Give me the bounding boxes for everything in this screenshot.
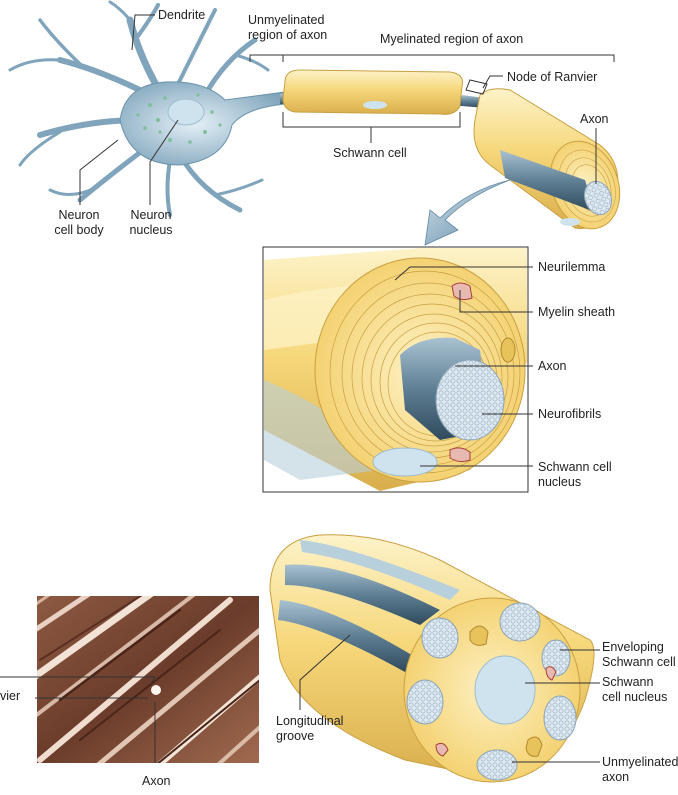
axon-tube-3	[300, 540, 460, 600]
label-neuron-cell-body-line1: Neuron	[58, 208, 100, 222]
unmyelinated-axon-sections	[406, 602, 577, 781]
leader-lines	[0, 14, 600, 763]
neurofibril-face-top	[583, 180, 613, 216]
label-longitudinal-groove-line2: groove	[276, 729, 315, 743]
label-photo-axon: Axon	[142, 774, 171, 788]
label-axon-detail: Axon	[538, 359, 567, 373]
label-neurilemma: Neurilemma	[538, 260, 606, 274]
bundle-schwann-nucleus	[474, 655, 536, 725]
label-schwann-cell-nucleus-line1: Schwann cell	[538, 460, 612, 474]
label-neurofibrils: Neurofibrils	[538, 407, 602, 421]
magnify-arrow	[424, 179, 511, 246]
label-unmyelinated-axon-line1: Unmyelinated	[602, 755, 678, 769]
detail-illustration	[264, 248, 527, 491]
label-schwann-nucleus-bottom-line1: Schwann	[602, 675, 654, 689]
label-neuron-nucleus-line1: Neuron	[130, 208, 172, 222]
label-unmyelinated-axon-line2: axon	[602, 770, 630, 784]
label-photo-node: vier	[0, 689, 21, 703]
label-neuron-cell-body-line2: cell body	[54, 223, 104, 237]
neuron-nucleus-shape	[167, 98, 205, 126]
label-unmyelinated-region-line2: region of axon	[248, 28, 328, 42]
label-schwann-cell: Schwann cell	[333, 146, 407, 160]
organelle-2	[435, 742, 449, 757]
label-myelinated-region: Myelinated region of axon	[380, 32, 524, 46]
mitochondrion-1	[469, 625, 489, 646]
label-dendrite: Dendrite	[158, 8, 206, 22]
label-enveloping-schwann-line1: Enveloping	[602, 640, 664, 654]
label-myelin-sheath: Myelin sheath	[538, 305, 616, 319]
neuron-granules	[136, 93, 222, 144]
schwann-nucleus-small	[363, 101, 387, 109]
micrograph-fibers	[37, 596, 259, 763]
organelle-1	[545, 666, 557, 681]
axon-tube-1	[285, 564, 440, 625]
schwann-nucleus-top	[560, 218, 580, 226]
label-enveloping-schwann-line2: Schwann cell	[602, 655, 676, 669]
mitochondrion-2	[525, 736, 543, 757]
label-node-of-ranvier: Node of Ranvier	[507, 70, 598, 84]
label-schwann-nucleus-bottom-line2: cell nucleus	[602, 690, 668, 704]
label-neuron-nucleus-line2: nucleus	[129, 223, 173, 237]
neuron-cell-body-shape	[119, 81, 286, 166]
label-schwann-cell-nucleus-line2: nucleus	[538, 475, 582, 489]
label-axon-top: Axon	[580, 112, 609, 126]
myelin-segment-1	[282, 69, 463, 115]
axon-core-top	[500, 150, 595, 212]
label-unmyelinated-region-line1: Unmyelinated	[248, 13, 325, 27]
label-longitudinal-groove-line1: Longitudinal	[276, 714, 344, 728]
